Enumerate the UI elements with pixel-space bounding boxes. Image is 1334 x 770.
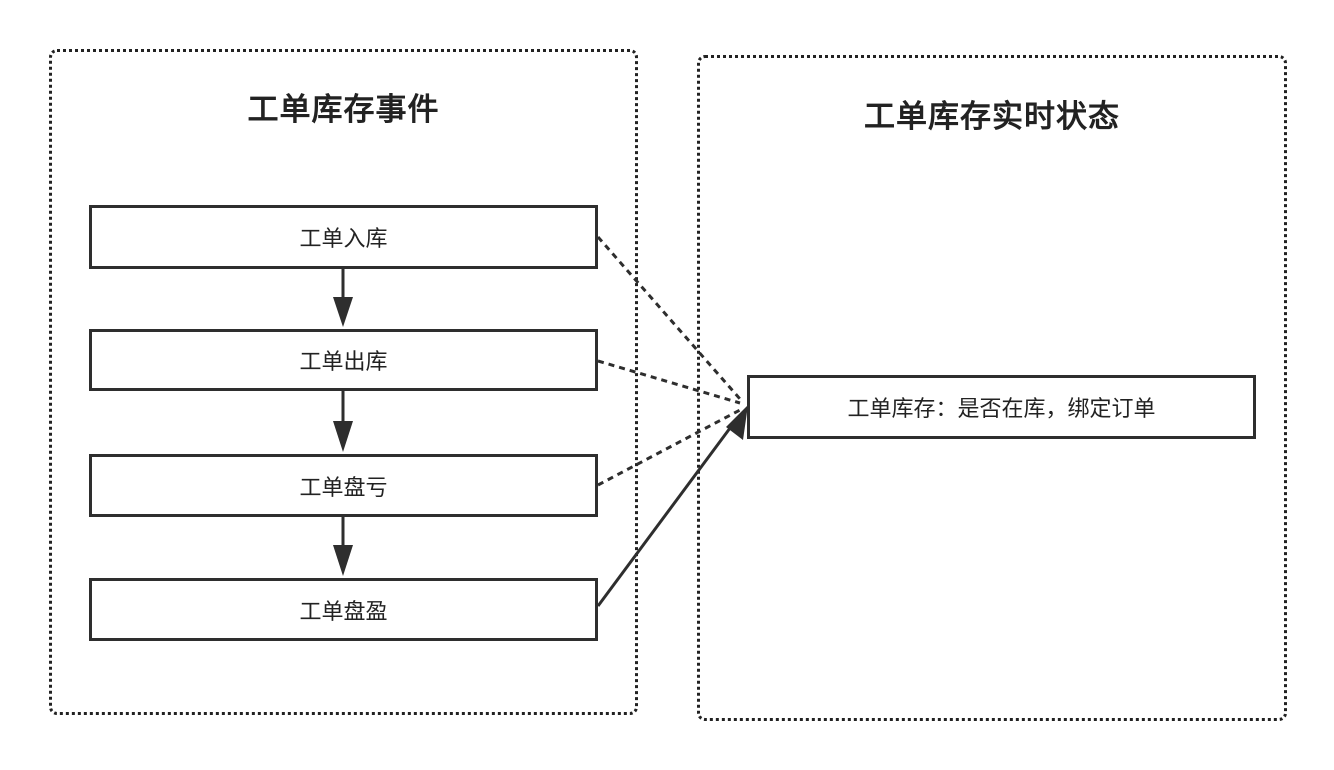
event-node-inventory-gain: 工单盘盈 [89, 578, 598, 641]
event-node-stock-out-label: 工单出库 [299, 350, 388, 375]
event-node-inventory-loss: 工单盘亏 [89, 454, 598, 517]
realtime-state-panel-title: 工单库存实时状态 [864, 99, 1120, 135]
event-node-stock-out: 工单出库 [89, 329, 598, 391]
state-node-inventory: 工单库存：是否在库，绑定订单 [747, 375, 1256, 439]
events-panel-title: 工单库存事件 [247, 92, 440, 128]
event-node-stock-in-label: 工单入库 [299, 227, 388, 252]
event-node-inventory-gain-label: 工单盘盈 [299, 599, 388, 625]
event-node-inventory-loss-label: 工单盘亏 [299, 475, 388, 501]
event-node-stock-in: 工单入库 [89, 205, 598, 269]
state-node-inventory-label: 工单库存：是否在库，绑定订单 [847, 397, 1156, 422]
